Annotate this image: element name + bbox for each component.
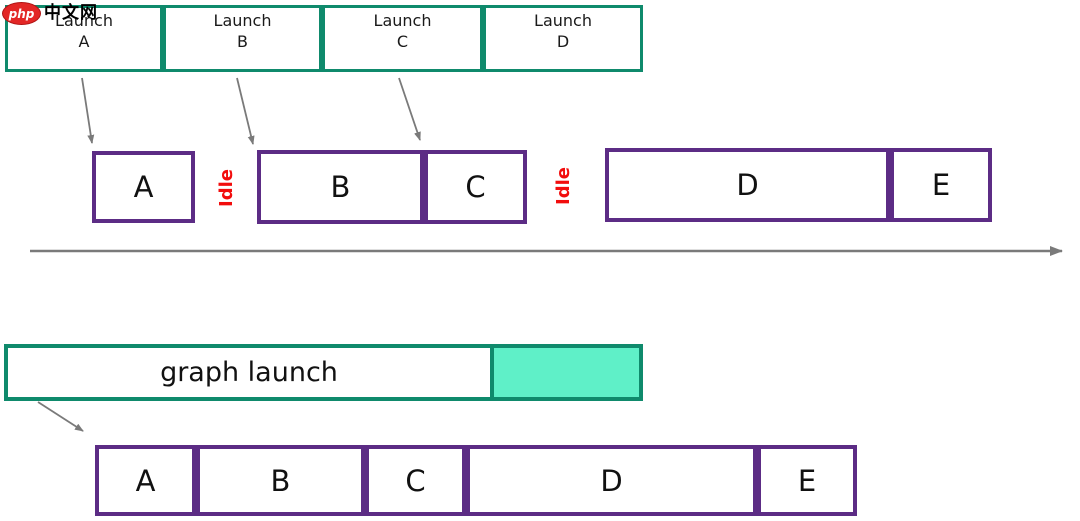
stream-kernel-e: E bbox=[890, 148, 992, 222]
stream-kernel-b: B bbox=[257, 150, 424, 224]
launch-box-b-line2: B bbox=[237, 31, 248, 51]
launch-box-a-line1: Launch bbox=[55, 11, 113, 30]
launch-box-d-line1: Launch bbox=[534, 11, 592, 30]
launch-box-c-line1: Launch bbox=[373, 11, 432, 30]
graph-kernel-b: B bbox=[196, 445, 365, 516]
launch-box-d: Launch D bbox=[483, 5, 643, 72]
launch-box-a-line2: A bbox=[78, 31, 90, 51]
launch-box-a: Launch A bbox=[5, 5, 163, 72]
arrow-launch-c-to-kernel-c bbox=[398, 77, 421, 141]
idle-label-2: Idle bbox=[552, 167, 574, 205]
arrow-graph-launch-to-kernels bbox=[37, 401, 84, 432]
launch-box-b-line1: Launch bbox=[213, 11, 272, 30]
graph-kernel-d: D bbox=[466, 445, 757, 516]
php-cn-watermark: php 中文网 bbox=[2, 2, 98, 25]
graph-kernel-e: E bbox=[757, 445, 857, 516]
watermark-site-name: 中文网 bbox=[44, 3, 98, 23]
arrow-launch-b-to-kernel-b bbox=[236, 77, 255, 145]
graph-kernel-a: A bbox=[95, 445, 196, 516]
arrow-launch-a-to-kernel-a bbox=[81, 77, 95, 144]
idle-label-1: Idle bbox=[215, 169, 237, 207]
launch-box-b: Launch B bbox=[163, 5, 322, 72]
graph-kernel-c: C bbox=[365, 445, 466, 516]
php-logo-text: php bbox=[8, 6, 35, 21]
stream-kernel-a: A bbox=[92, 151, 195, 223]
stream-kernel-d: D bbox=[605, 148, 890, 222]
launch-box-c-line2: C bbox=[396, 31, 409, 51]
launch-box-c: Launch C bbox=[322, 5, 483, 72]
graph-launch-bar: graph launch bbox=[4, 344, 643, 401]
graph-launch-label: graph launch bbox=[160, 357, 338, 388]
launch-box-d-line2: D bbox=[556, 31, 570, 51]
graph-launch-fill-segment bbox=[490, 348, 639, 397]
php-logo-icon: php bbox=[2, 2, 41, 25]
stream-kernel-c: C bbox=[424, 150, 527, 224]
